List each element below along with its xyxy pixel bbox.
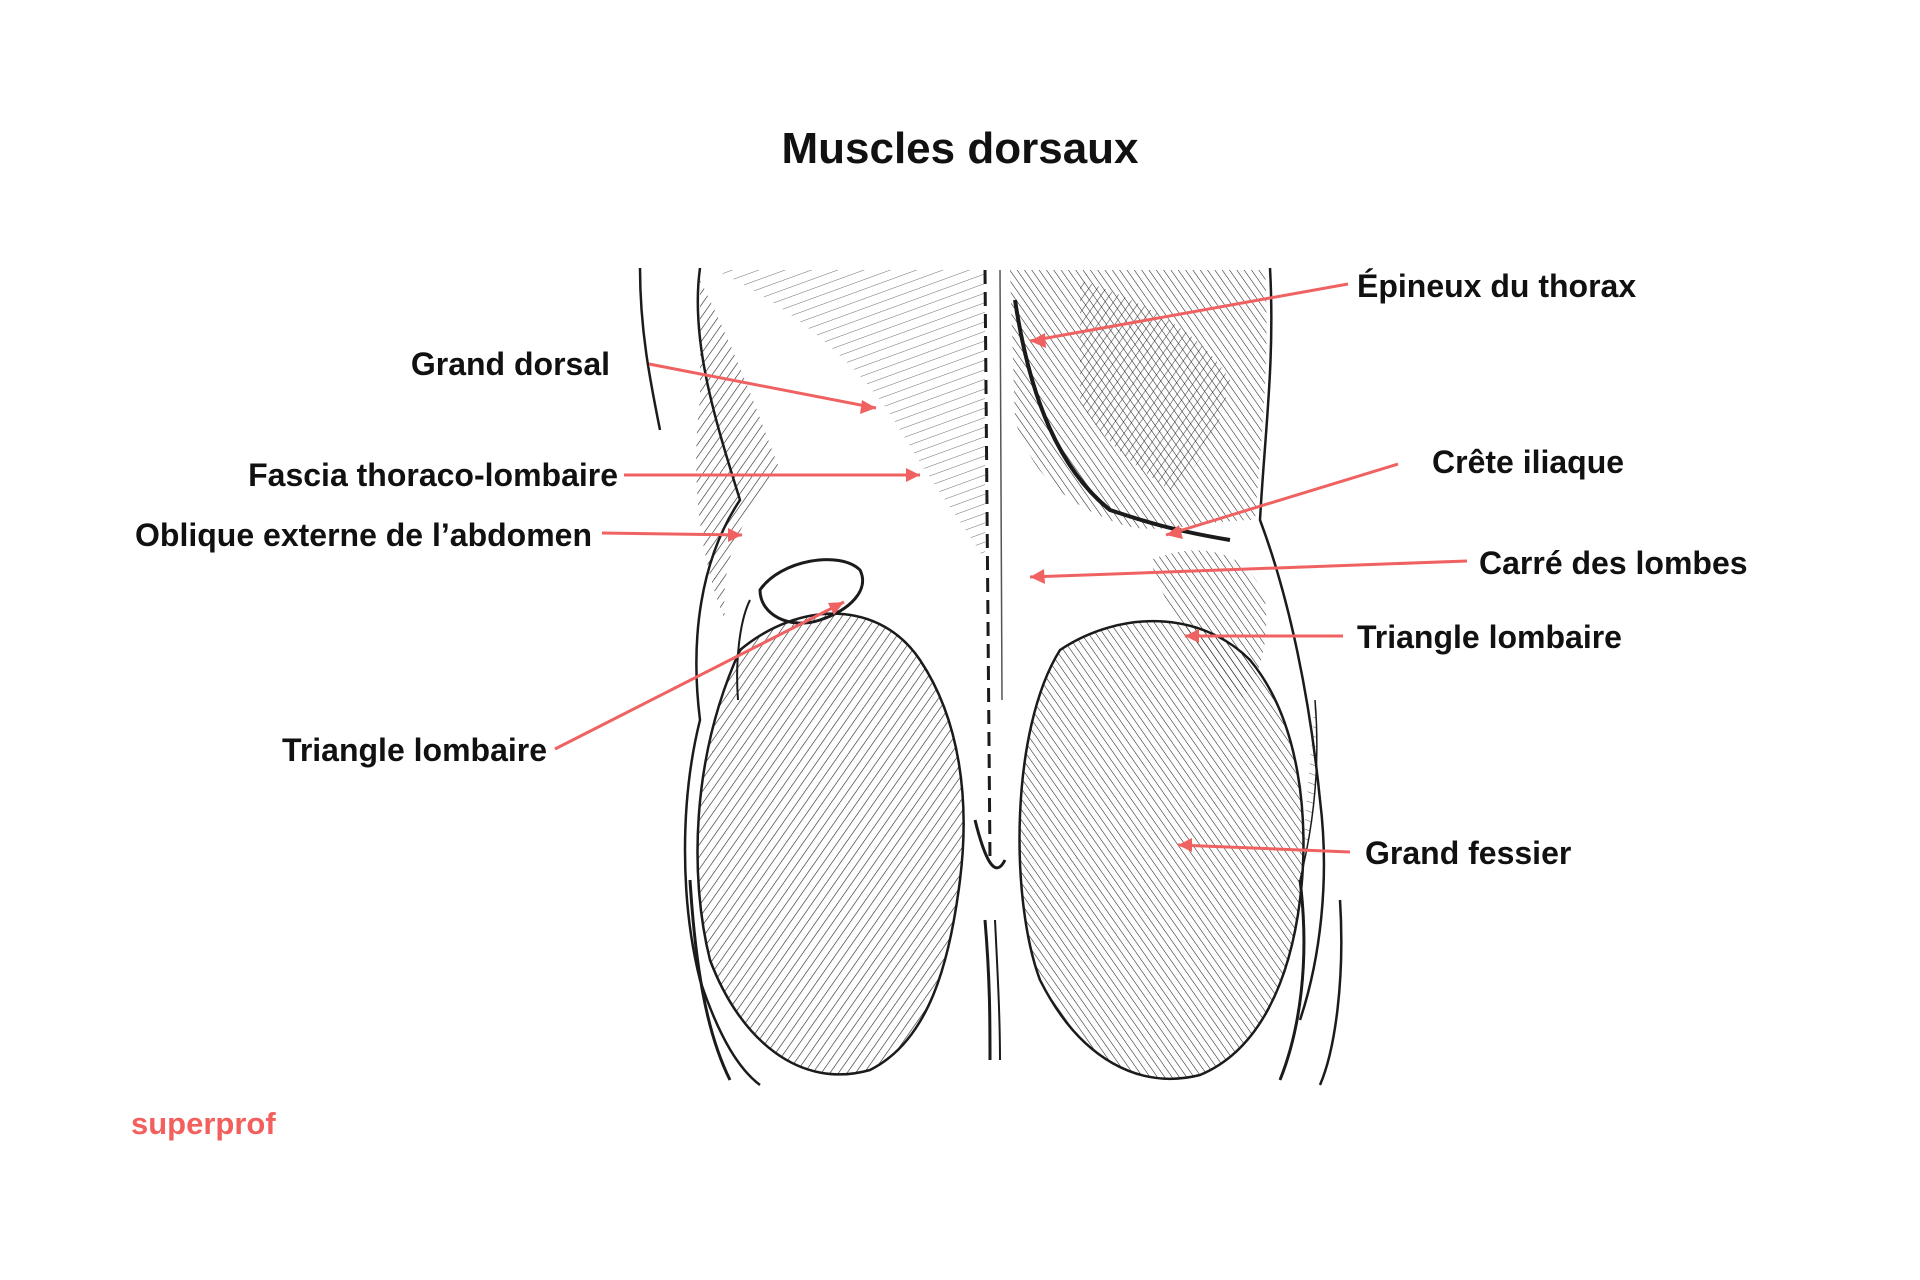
label-crete-iliaque: Crête iliaque — [1432, 444, 1625, 480]
label-oblique-externe: Oblique externe de l’abdomen — [135, 517, 592, 553]
gluteus-left — [696, 612, 965, 1076]
label-fascia-thoraco-lombaire: Fascia thoraco-lombaire — [248, 457, 618, 493]
arrow-grand-fessier — [1177, 843, 1351, 854]
arrow-crete — [1165, 462, 1399, 537]
diagram-title: Muscles dorsaux — [781, 124, 1139, 173]
arrow-epineux — [1029, 282, 1349, 343]
label-grand-fessier: Grand fessier — [1365, 835, 1572, 871]
label-carre-des-lombes: Carré des lombes — [1479, 545, 1748, 581]
label-grand-dorsal: Grand dorsal — [410, 346, 610, 382]
pointer-lines — [554, 282, 1468, 854]
superprof-logo: superprof — [131, 1106, 276, 1141]
spine-line — [983, 269, 992, 861]
grand-dorsal-shading — [715, 270, 985, 560]
left-lateral-shading — [696, 280, 780, 620]
label-triangle-lombaire-right: Triangle lombaire — [1357, 619, 1622, 655]
arrow-oblique — [601, 531, 743, 537]
label-triangle-lombaire-left: Triangle lombaire — [282, 732, 547, 768]
left-iliac-oval — [758, 558, 865, 625]
arrow-grand-dorsal — [648, 362, 877, 410]
arrow-triangle-left — [554, 600, 845, 751]
arrowheads — [728, 333, 1199, 852]
gluteus-right — [1018, 619, 1305, 1080]
right-upper-dark — [1080, 280, 1230, 490]
label-epineux-du-thorax: Épineux du thorax — [1357, 268, 1637, 304]
arrow-carre — [1029, 559, 1468, 579]
